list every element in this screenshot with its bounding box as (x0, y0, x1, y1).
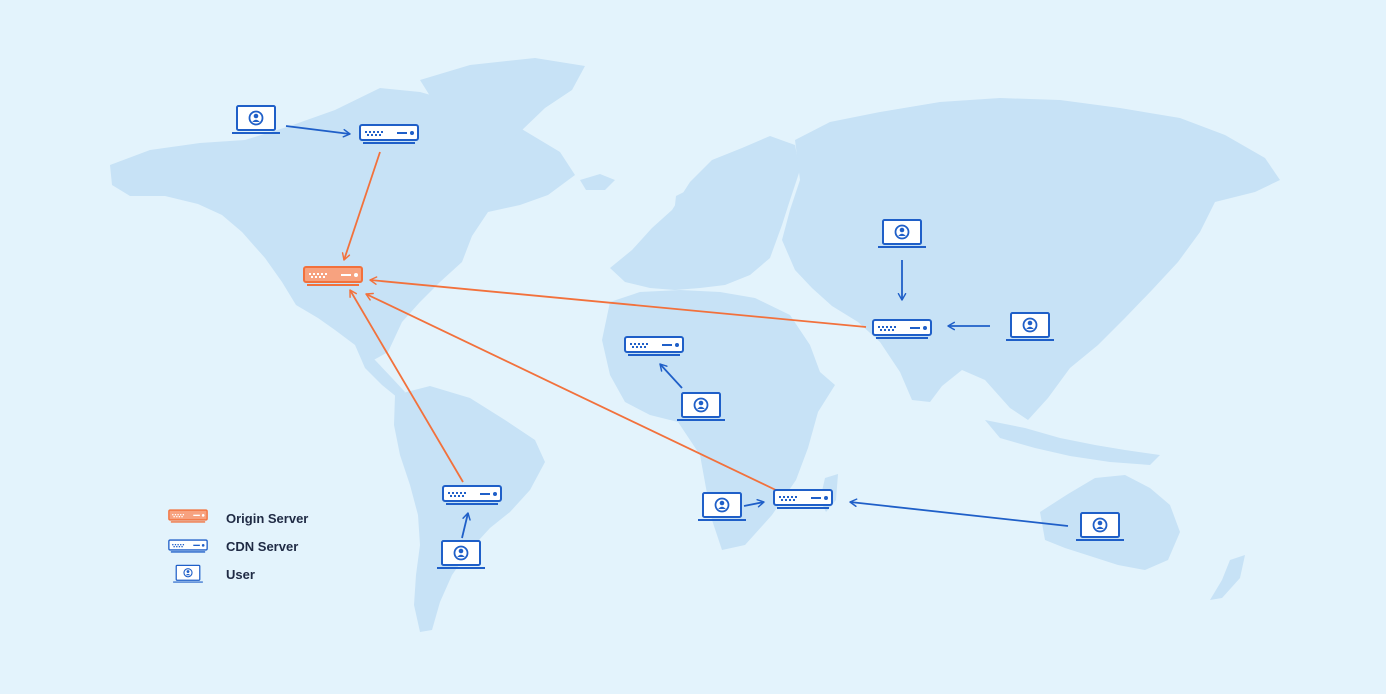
japan-land (1125, 228, 1150, 282)
legend-user-icon (172, 564, 204, 583)
user-to-cdn-links (285, 125, 1069, 539)
origin-server-icon (303, 266, 363, 286)
cdn-server-icon (872, 319, 932, 339)
central-america-land (355, 345, 405, 398)
asia-land (782, 98, 1280, 420)
europe-land (610, 136, 800, 290)
uk-land (674, 190, 694, 222)
south-america-land (394, 386, 545, 632)
legend-user-label: User (226, 567, 255, 582)
legend-cdn-server-icon (168, 539, 208, 553)
origin-servers (303, 266, 363, 286)
cdn-server-icon (773, 489, 833, 509)
link-canada-to-origin (341, 151, 381, 261)
legend-cdn-item: CDN Server (168, 539, 298, 554)
user-laptop-icon (231, 105, 281, 134)
user-laptop-icon (697, 492, 747, 521)
user-laptop-icon (436, 540, 486, 569)
legend-origin-label: Origin Server (226, 511, 308, 526)
legend-origin-server-icon (168, 509, 208, 523)
link-australia-user (849, 498, 1069, 527)
user-laptop-icon (676, 392, 726, 421)
north-america-land (110, 88, 575, 362)
legend: Origin Server CDN Server User (168, 509, 308, 583)
link-southern-africa-user (743, 498, 765, 508)
link-south-america-user (461, 512, 471, 539)
new-zealand-land (1210, 555, 1245, 600)
user-laptop-icon (877, 219, 927, 248)
link-south-asia-to-origin (369, 276, 867, 328)
legend-origin-item: Origin Server (168, 509, 308, 526)
cdn-to-origin-links (341, 151, 867, 494)
legend-user-item: User (172, 564, 255, 583)
greenland-land (420, 58, 585, 162)
link-southern-africa-to-origin (365, 292, 783, 494)
cdn-server-icon (624, 336, 684, 356)
link-alaska-user (285, 125, 351, 138)
cdn-server-icon (442, 485, 502, 505)
link-west-africa-user (659, 363, 683, 389)
user-laptop-icon (1005, 312, 1055, 341)
link-south-america-to-origin (349, 289, 464, 483)
legend-cdn-label: CDN Server (226, 539, 298, 554)
world-landmass (110, 58, 1280, 632)
iceland-land (580, 174, 615, 190)
cdn-server-icon (359, 124, 419, 144)
indonesia-land (985, 420, 1160, 465)
user-laptop-icon (1075, 512, 1125, 541)
